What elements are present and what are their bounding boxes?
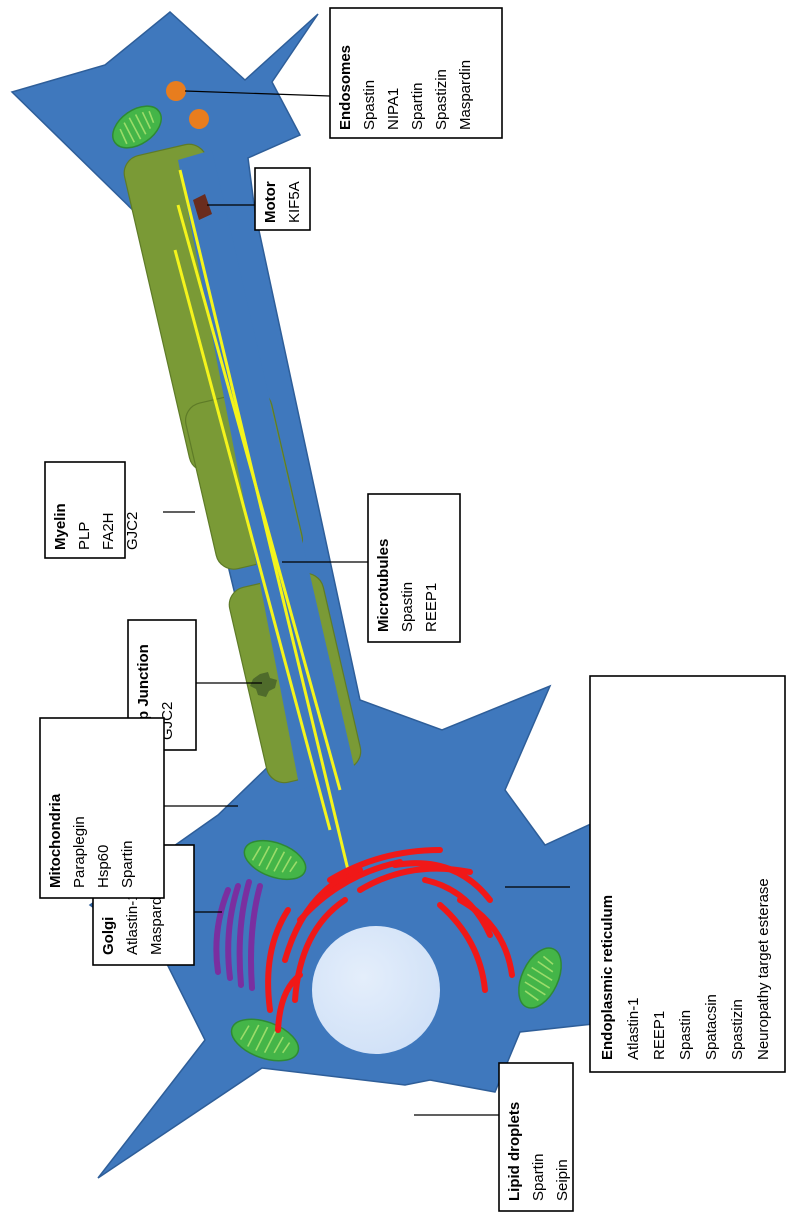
myelin-item: PLP [76,522,93,550]
lipid-droplet [348,1097,366,1115]
mitochondria-item: Paraplegin [71,816,88,888]
er-title: Endoplasmic reticulum [599,895,616,1060]
golgi-item: Atlastin-1 [124,892,141,955]
mitochondria-item: Hsp60 [95,845,112,888]
er-item: Neuropathy target esterase [755,878,772,1060]
microtubules-title: Microtubules [375,539,392,632]
endosomes-item: Spastin [361,80,378,130]
myelin-item: GJC2 [124,512,141,550]
endosome [189,109,209,129]
endosomes-item: NIPA1 [385,88,402,130]
microtubules-item: Spastin [399,582,416,632]
motor-item: KIF5A [286,181,303,223]
er-item: Spatacsin [703,994,720,1060]
mitochondria-title: Mitochondria [47,793,64,888]
mitochondria-item: Spartin [119,840,136,888]
myelin-title: Myelin [52,503,69,550]
label-motor: Motor KIF5A [255,168,310,230]
label-mitochondria: Mitochondria Paraplegin Hsp60 Spartin [40,718,164,898]
er-item: Spastizin [729,999,746,1060]
lipid-droplet [385,1089,403,1107]
endosomes-item: Spartin [409,82,426,130]
er-item: Spastin [677,1010,694,1060]
label-microtubules: Microtubules Spastin REEP1 [368,494,460,642]
nucleus [312,926,440,1054]
label-endoplasmic-reticulum: Endoplasmic reticulum Atlastin-1 REEP1 S… [590,676,785,1072]
label-lipid-droplets: Lipid droplets Spartin Seipin [499,1063,573,1211]
lipid-droplets [348,1089,403,1133]
lipid-droplet [371,1115,389,1133]
microtubules-item: REEP1 [423,583,440,632]
lipid-droplets-title: Lipid droplets [506,1102,523,1201]
myelin-item: FA2H [100,512,117,550]
lipid-droplets-item: Spartin [530,1153,547,1201]
endosomes-title: Endosomes [337,45,354,130]
label-endosomes: Endosomes Spastin NIPA1 Spartin Spastizi… [330,8,502,138]
endosome [166,81,186,101]
lipid-droplets-item: Seipin [554,1159,571,1201]
endosomes-item: Spastizin [433,69,450,130]
motor-title: Motor [262,181,279,223]
label-myelin: Myelin PLP FA2H GJC2 [45,462,141,558]
endosomes-item: Maspardin [457,60,474,130]
er-item: REEP1 [651,1011,668,1060]
er-item: Atlastin-1 [625,997,642,1060]
golgi-title: Golgi [100,917,117,955]
